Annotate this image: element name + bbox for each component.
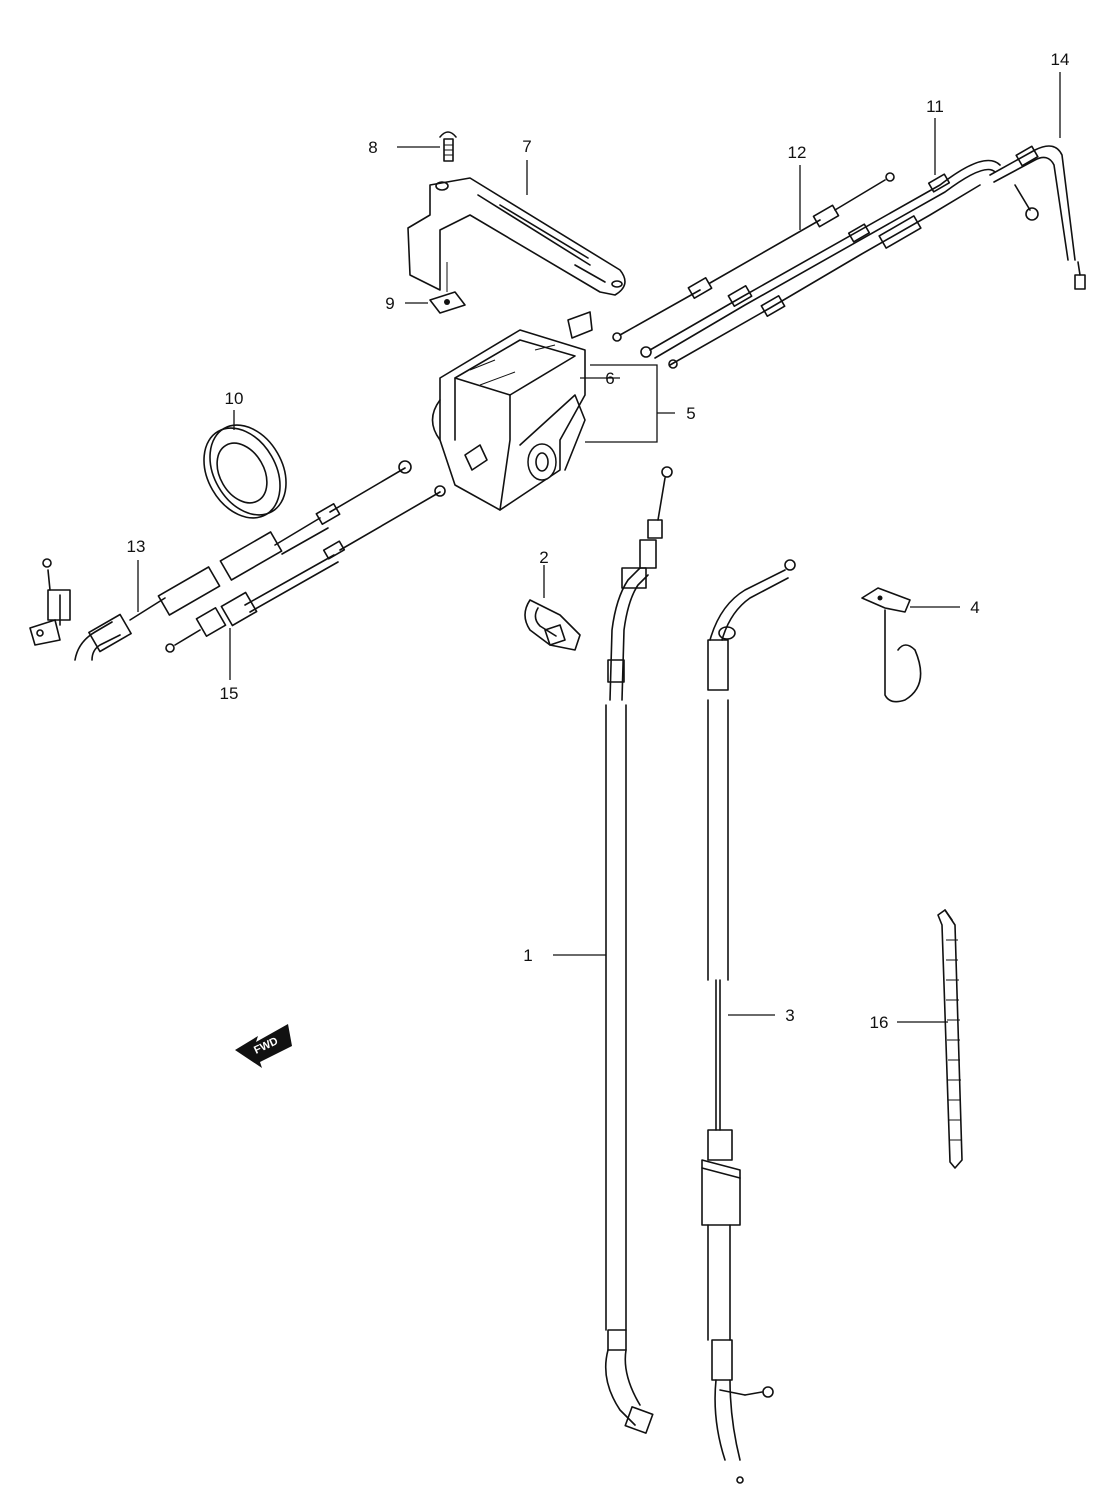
callout-11: 11 — [926, 97, 944, 116]
callout-8: 8 — [368, 138, 377, 157]
part-9-nut — [429, 262, 466, 314]
part-12-cable — [612, 172, 895, 342]
part-3-cable — [701, 559, 796, 1484]
part-7-bracket — [407, 177, 626, 296]
forward-arrow-icon: FWD — [235, 1024, 292, 1068]
callout-15: 15 — [220, 684, 239, 703]
part-11-cable — [640, 159, 1001, 359]
part-10-ring — [203, 424, 287, 519]
callout-4: 4 — [970, 598, 979, 617]
callout-5: 5 — [686, 404, 695, 423]
part-13-cable — [29, 460, 412, 661]
callout-10: 10 — [225, 389, 244, 408]
callout-9: 9 — [385, 294, 394, 313]
part-2-clamp — [524, 599, 581, 651]
leader-lines — [137, 72, 1061, 1023]
part-8-screw — [439, 131, 457, 162]
callout-7: 7 — [522, 137, 531, 156]
callout-14: 14 — [1051, 50, 1070, 69]
part-15-lower-cable-upper — [668, 184, 981, 369]
callout-13: 13 — [127, 537, 146, 556]
part-14-cable — [989, 145, 1086, 290]
part-1-cable — [604, 466, 673, 1434]
callout-6: 6 — [605, 369, 614, 388]
part-16-cable-tie — [937, 909, 963, 1169]
callout-1: 1 — [523, 946, 532, 965]
part-4-clip — [861, 587, 922, 703]
callout-labels: 1 2 3 4 5 6 7 8 9 10 11 12 13 14 15 16 — [127, 50, 1070, 1032]
part-15-cable — [165, 485, 446, 653]
callout-16: 16 — [870, 1013, 889, 1032]
callout-3: 3 — [785, 1006, 794, 1025]
part-5-switch-assembly — [431, 311, 593, 511]
callout-2: 2 — [539, 548, 548, 567]
callout-12: 12 — [788, 143, 807, 162]
